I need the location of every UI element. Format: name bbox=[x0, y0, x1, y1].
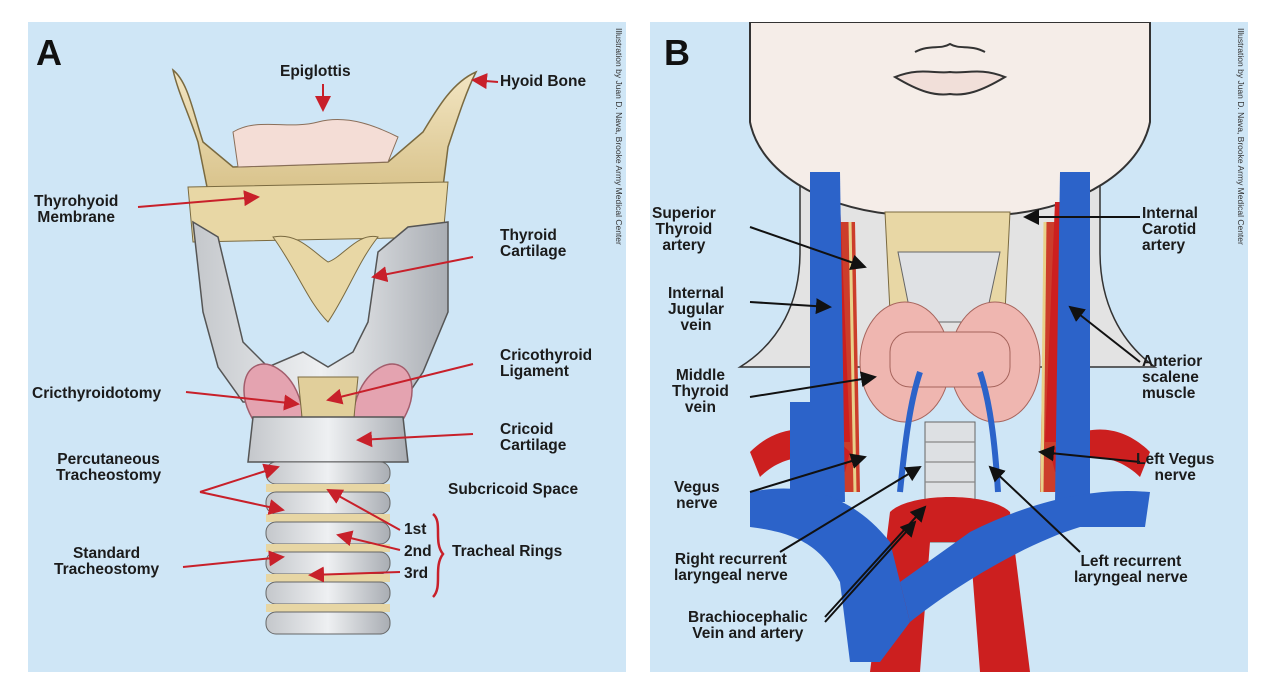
panel-b-credit: Illustration by Juan D. Nava, Brooke Arm… bbox=[1236, 28, 1246, 245]
label-thyroid-cartilage: Thyroid Cartilage bbox=[500, 227, 567, 260]
panel-a-letter: A bbox=[36, 32, 62, 73]
epiglottis-shape bbox=[232, 119, 399, 168]
label-vegus-nerve: Vegus nerve bbox=[674, 479, 720, 512]
label-right-recurrent-laryngeal-nerve: Right recurrent laryngeal nerve bbox=[674, 551, 788, 584]
label-percutaneous-tracheostomy: Percutaneous Tracheostomy bbox=[56, 451, 162, 484]
label-ring-3rd: 3rd bbox=[404, 565, 429, 582]
lips bbox=[892, 70, 1008, 96]
brachiocephalic-vein-right bbox=[750, 488, 910, 662]
label-internal-carotid-artery: Internal Carotid artery bbox=[1142, 205, 1198, 254]
panel-a-credit: Illustration by Juan D. Nava, Brooke Arm… bbox=[614, 28, 624, 245]
neck-illustration bbox=[737, 22, 1158, 672]
panel-a-larynx: A Illustration by Juan D. Nava, Brooke A… bbox=[28, 22, 626, 672]
brachiocephalic-vein-left bbox=[900, 491, 1150, 622]
panel-b-letter: B bbox=[664, 32, 690, 73]
larynx-illustration bbox=[137, 68, 499, 635]
trachea bbox=[265, 461, 391, 635]
label-superior-thyroid-artery: Superior Thyroid artery bbox=[652, 205, 716, 254]
label-hyoid-bone: Hyoid Bone bbox=[500, 73, 587, 90]
label-standard-tracheostomy: Standard Tracheostomy bbox=[54, 545, 160, 578]
cricoid-cartilage bbox=[247, 416, 409, 463]
label-epiglottis: Epiglottis bbox=[280, 63, 351, 80]
label-cricthyroidotomy: Cricthyroidotomy bbox=[32, 385, 162, 402]
label-middle-thyroid-vein: Middle Thyroid vein bbox=[672, 367, 729, 416]
label-cricoid-cartilage: Cricoid Cartilage bbox=[500, 421, 567, 454]
internal-jugular-vein-right bbox=[1055, 172, 1090, 502]
label-tracheal-rings: Tracheal Rings bbox=[452, 543, 563, 560]
hyoid-bone bbox=[171, 68, 478, 193]
panel-b-neck-vessels: B Illustration by Juan D. Nava, Brooke A… bbox=[650, 22, 1248, 672]
label-cricothyroid-ligament: Cricothyroid Ligament bbox=[500, 347, 593, 380]
label-anterior-scalene-muscle: Anterior scalene muscle bbox=[1142, 353, 1203, 402]
label-subcricoid-space: Subcricoid Space bbox=[448, 481, 579, 498]
label-ring-1st: 1st bbox=[404, 521, 427, 538]
label-thyrohyoid-membrane: Thyrohyoid Membrane bbox=[34, 193, 119, 226]
label-ring-2nd: 2nd bbox=[404, 543, 432, 560]
label-brachiocephalic-vein-and-artery: Brachiocephalic Vein and artery bbox=[688, 609, 808, 642]
label-left-recurrent-laryngeal-nerve: Left recurrent laryngeal nerve bbox=[1074, 553, 1188, 586]
label-left-vegus-nerve: Left Vegus nerve bbox=[1136, 451, 1215, 484]
internal-jugular-vein-left bbox=[810, 172, 845, 502]
label-internal-jugular-vein: Internal Jugular vein bbox=[668, 285, 724, 334]
